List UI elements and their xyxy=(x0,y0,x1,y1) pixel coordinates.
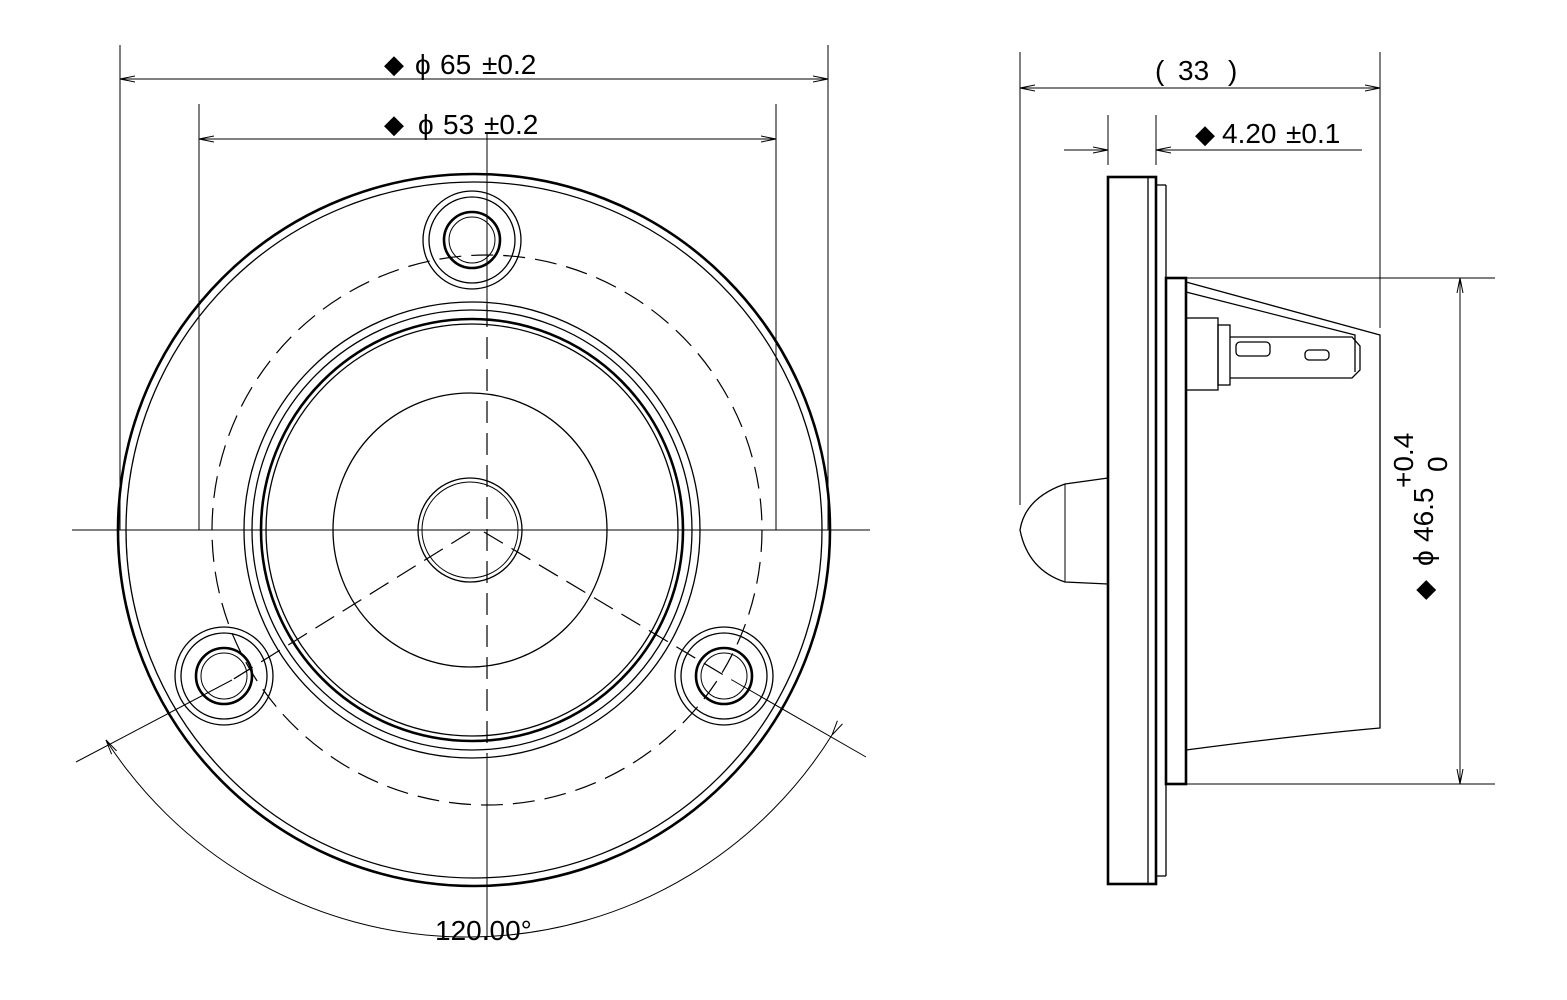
mounting-hole-top xyxy=(422,190,522,290)
terminal xyxy=(1185,317,1361,391)
side-view: ( 33 ) ◆ 4.20 ±0.1 ◆ ϕ 46.5 +0.4 0 xyxy=(1019,52,1495,886)
angle-arc xyxy=(106,735,832,938)
surround-ring-outer xyxy=(243,301,701,759)
dim-depth-close: ) xyxy=(1228,55,1237,86)
dim-bolt-symbol: ◆ xyxy=(384,109,404,139)
dim-bolt-tolerance: ±0.2 xyxy=(484,109,538,140)
flange-outer-edge xyxy=(116,172,832,888)
radial-line-left xyxy=(231,531,471,681)
dim-body-value: 46.5 xyxy=(1408,488,1439,543)
dim-outer-tolerance: ±0.2 xyxy=(482,49,536,80)
flange-outer-edge-inner-line xyxy=(125,181,823,879)
mounting-hole-right xyxy=(674,626,774,726)
dim-body-diameter-sign: ϕ xyxy=(1408,550,1439,566)
dome-ring xyxy=(332,392,608,668)
dome-center-inner xyxy=(421,481,519,579)
dim-outer-diameter-sign: ϕ xyxy=(415,49,431,80)
dim-flange-symbol: ◆ xyxy=(1195,119,1215,149)
dim-outer-value: 65 xyxy=(440,49,471,80)
dim-body-tol-lower: 0 xyxy=(1422,456,1453,472)
dim-bolt-diameter-sign: ϕ xyxy=(418,109,434,140)
dim-depth-open: ( xyxy=(1155,55,1165,86)
radial-line-right xyxy=(483,531,733,681)
dim-body-tol-upper: +0.4 xyxy=(1388,433,1419,488)
angle-extension-left xyxy=(75,679,233,763)
angle-label: 120.00° xyxy=(435,915,532,946)
flange-plate xyxy=(1106,175,1158,886)
motor-body xyxy=(1185,278,1381,784)
motor-body-ring xyxy=(1164,276,1188,786)
angle-extension-right xyxy=(731,679,867,758)
dim-depth-value: 33 xyxy=(1178,55,1209,86)
dim-outer-symbol: ◆ xyxy=(384,49,404,79)
dim-bolt-value: 53 xyxy=(443,109,474,140)
dim-body-symbol: ◆ xyxy=(1409,580,1439,600)
dim-flange-tolerance: ±0.1 xyxy=(1286,118,1340,149)
dome-center xyxy=(417,477,523,583)
dome-profile xyxy=(1019,477,1109,585)
mounting-hole-left xyxy=(174,626,274,726)
bolt-circle xyxy=(211,254,763,806)
dim-flange-value: 4.20 xyxy=(1222,118,1277,149)
front-view: ◆ ϕ 65 ±0.2 ◆ ϕ 53 ±0.2 120.00° xyxy=(72,45,870,946)
